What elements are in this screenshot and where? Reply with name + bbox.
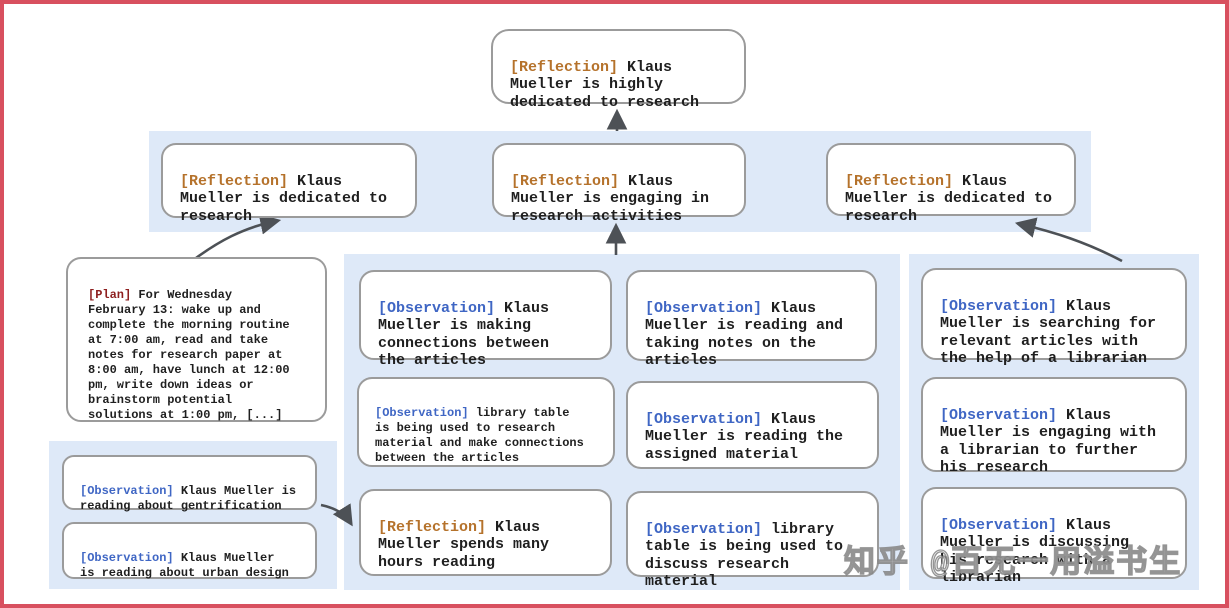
node-tag: [Reflection] — [180, 172, 289, 190]
node-text: Klaus Mueller is reading and taking note… — [645, 299, 844, 370]
node-text: Klaus Mueller is discussing his research… — [940, 516, 1130, 587]
node-reflection-right: [Reflection] Klaus Mueller is dedicated … — [826, 143, 1076, 225]
node-text: Klaus Mueller is engaging in research ac… — [511, 172, 710, 225]
node-tag: [Plan] — [88, 288, 132, 302]
node-reflection-top: [Reflection] Klaus Mueller is highly ded… — [491, 29, 746, 111]
node-reflection-left: [Reflection] Klaus Mueller is dedicated … — [161, 143, 417, 225]
node-tag: [Observation] — [375, 406, 469, 420]
node-text: Klaus Mueller is dedicated to research — [845, 172, 1053, 225]
node-text: library table is being used to discuss r… — [645, 520, 844, 591]
node-text: For Wednesday February 13: wake up and c… — [88, 288, 290, 422]
node-tag: [Observation] — [645, 299, 763, 317]
node-tag: [Observation] — [940, 516, 1058, 534]
node-reflection-center: [Reflection] Klaus Mueller is engaging i… — [492, 143, 746, 225]
node-tag: [Reflection] — [510, 58, 619, 76]
node-observation-making-connections: [Observation] Klaus Mueller is making co… — [359, 270, 612, 369]
node-text: Klaus Mueller is dedicated to research — [180, 172, 388, 225]
node-observation-reading-taking-notes: [Observation] Klaus Mueller is reading a… — [626, 270, 877, 369]
node-text: Klaus Mueller is reading the assigned ma… — [645, 410, 844, 463]
node-text: Klaus Mueller is making connections betw… — [378, 299, 550, 370]
node-plan: [Plan] For Wednesday February 13: wake u… — [66, 257, 327, 422]
node-text: Klaus Mueller is reading about urban des… — [80, 551, 289, 580]
node-observation-searching-articles: [Observation] Klaus Mueller is searching… — [921, 268, 1187, 367]
node-text: Klaus Mueller is searching for relevant … — [940, 297, 1157, 368]
node-tag: [Reflection] — [511, 172, 620, 190]
node-observation-urban-design: [Observation] Klaus Mueller is reading a… — [62, 522, 317, 580]
node-text: Klaus Mueller spends many hours reading — [378, 518, 550, 571]
node-tag: [Reflection] — [378, 518, 487, 536]
node-text: Klaus Mueller is reading about gentrific… — [80, 484, 297, 513]
node-observation-engaging-librarian: [Observation] Klaus Mueller is engaging … — [921, 377, 1187, 476]
node-tag: [Observation] — [940, 406, 1058, 424]
node-observation-gentrification: [Observation] Klaus Mueller is reading a… — [62, 455, 317, 513]
node-tag: [Observation] — [645, 410, 763, 428]
node-observation-discussing-librarian: [Observation] Klaus Mueller is discussin… — [921, 487, 1187, 586]
node-tag: [Observation] — [645, 520, 763, 538]
node-observation-library-table-research: [Observation] library table is being use… — [357, 377, 615, 467]
node-observation-reading-assigned-material: [Observation] Klaus Mueller is reading t… — [626, 381, 879, 469]
zhihu-watermark: 知乎 @百无一用溢书生 — [843, 546, 1183, 582]
node-tag: [Reflection] — [845, 172, 954, 190]
node-tag: [Observation] — [940, 297, 1058, 315]
node-text: library table is being used to research … — [375, 406, 584, 465]
node-reflection-spends-hours-reading: [Reflection] Klaus Mueller spends many h… — [359, 489, 612, 576]
node-tag: [Observation] — [80, 484, 174, 498]
node-tag: [Observation] — [80, 551, 174, 565]
node-text: Klaus Mueller is engaging with a librari… — [940, 406, 1157, 477]
node-observation-library-table-discuss: [Observation] library table is being use… — [626, 491, 879, 590]
node-tag: [Observation] — [378, 299, 496, 317]
node-text: Klaus Mueller is highly dedicated to res… — [510, 58, 700, 111]
